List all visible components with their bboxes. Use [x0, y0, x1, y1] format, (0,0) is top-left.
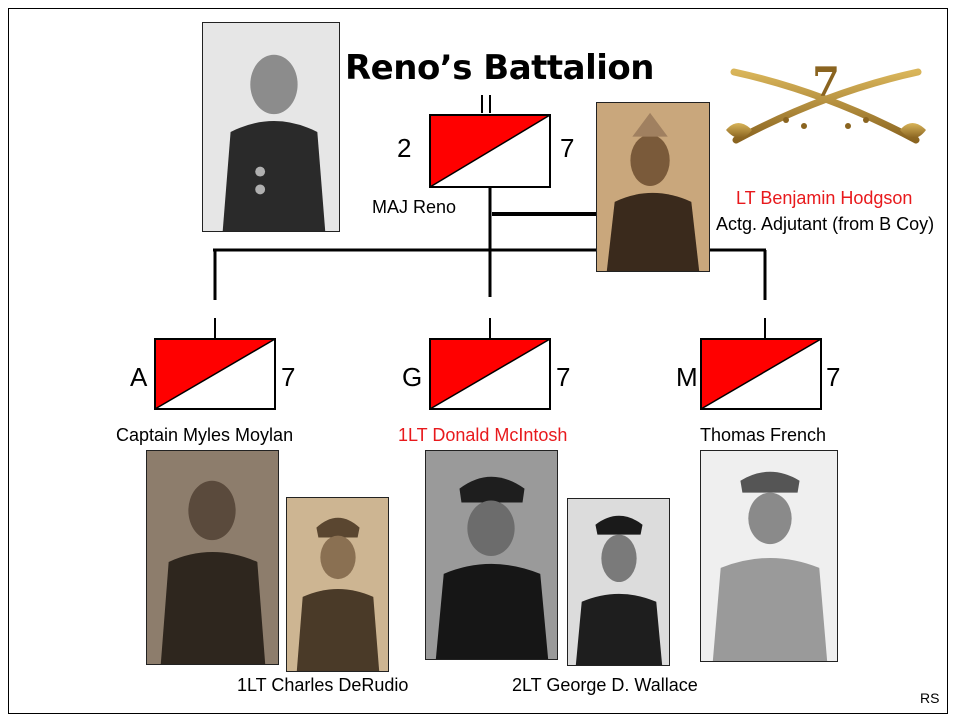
- company-g-commander: 1LT Donald McIntosh: [398, 425, 568, 445]
- footer-initials: RS: [920, 690, 940, 706]
- company-m-symbol: [700, 338, 822, 410]
- company-a-commander: Captain Myles Moylan: [116, 425, 294, 445]
- crossed-sabres-insignia: 7: [726, 59, 926, 144]
- hq-unit-symbol: [429, 114, 551, 188]
- portrait-wallace: [567, 498, 670, 666]
- company-m-commander: Thomas French: [700, 425, 827, 445]
- portrait-hodgson: [596, 102, 710, 272]
- portrait-french: [700, 450, 838, 662]
- insignia-number: 7: [812, 59, 840, 106]
- officer-derudio-label: 1LT Charles DeRudio: [237, 675, 409, 695]
- portrait-derudio: [286, 497, 389, 672]
- portrait-mcintosh: [425, 450, 558, 660]
- company-a-regiment: 7: [281, 362, 296, 392]
- hq-commander-label: MAJ Reno: [372, 197, 457, 217]
- company-g-regiment: 7: [556, 362, 571, 392]
- company-g-symbol: [429, 338, 551, 410]
- company-g-letter: G: [402, 362, 423, 392]
- portrait-moylan: [146, 450, 279, 665]
- portrait-reno: [202, 22, 340, 232]
- hq-left-label: 2: [397, 133, 412, 163]
- company-m-regiment: 7: [826, 362, 841, 392]
- company-a-letter: A: [130, 362, 148, 392]
- company-m-letter: M: [676, 362, 698, 392]
- page-title: Reno’s Battalion: [345, 48, 654, 88]
- slide-frame: [8, 8, 948, 714]
- company-a-symbol: [154, 338, 276, 410]
- adjutant-role: Actg. Adjutant (from B Coy): [716, 214, 935, 234]
- hq-right-label: 7: [560, 133, 575, 163]
- officer-wallace-label: 2LT George D. Wallace: [512, 675, 698, 695]
- adjutant-name: LT Benjamin Hodgson: [736, 188, 913, 208]
